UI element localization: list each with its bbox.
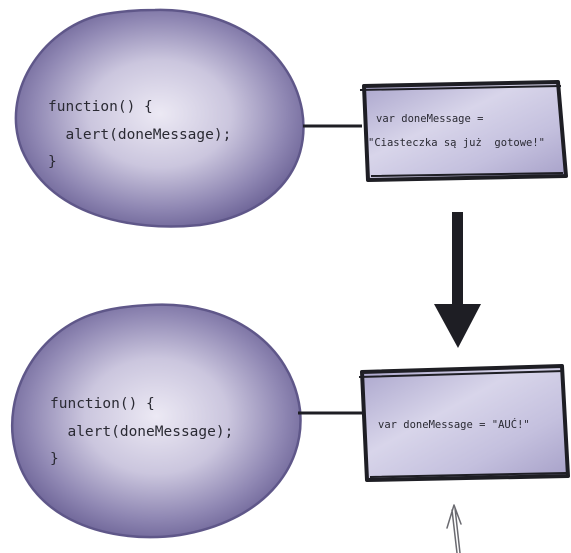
- bottom-variable-box: var doneMessage = "AUĆ!": [358, 364, 570, 482]
- down-arrow: [434, 212, 481, 348]
- top-function-environment: function() { alert(doneMessage); }: [14, 8, 305, 228]
- pointer-arrow-icon: [446, 504, 462, 553]
- bottom-function-code-line-3: }: [50, 451, 59, 467]
- bottom-function-code-line-2: alert(doneMessage);: [50, 424, 233, 440]
- bottom-function-blob: [10, 303, 302, 539]
- bottom-variable-line-1: var doneMessage = "AUĆ!": [378, 418, 530, 431]
- top-function-code-line-3: }: [48, 154, 57, 170]
- bottom-function-code-line-1: function() {: [50, 396, 155, 412]
- top-function-code-line-2: alert(doneMessage);: [48, 127, 231, 143]
- bottom-function-environment: function() { alert(doneMessage); }: [10, 303, 302, 539]
- top-variable-box: var doneMessage = "Ciasteczka są już got…: [359, 80, 568, 182]
- top-variable-line-2: "Ciasteczka są już gotowe!": [368, 137, 545, 149]
- top-function-code-line-1: function() {: [48, 99, 153, 115]
- top-variable-line-1: var doneMessage =: [376, 113, 483, 125]
- top-function-blob: [14, 8, 305, 228]
